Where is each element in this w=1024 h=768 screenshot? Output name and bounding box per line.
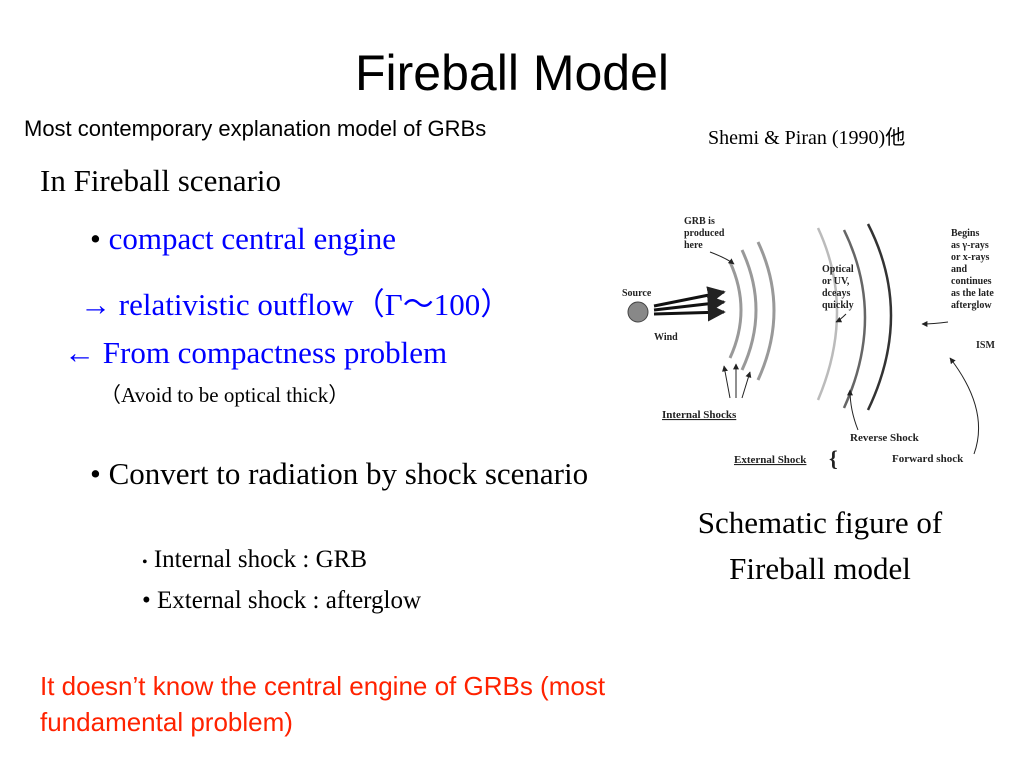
bullet-convert-radiation: • Convert to radiation by shock scenario bbox=[90, 456, 589, 491]
begins-pointer-arrow bbox=[921, 320, 949, 327]
diagram-caption: Schematic figure of Fireball model bbox=[697, 505, 943, 586]
slide-subtitle: Most contemporary explanation model of G… bbox=[24, 116, 487, 141]
external-shock-brace: { bbox=[829, 446, 838, 471]
reverse-shock-label: Reverse Shock bbox=[850, 432, 920, 444]
citation: Shemi & Piran (1990)他 bbox=[708, 127, 906, 149]
internal-shock-text: Internal shock : GRB bbox=[153, 546, 368, 573]
optical-thick-note: （Avoid to be optical thick） bbox=[100, 383, 350, 407]
ism-label: ISM bbox=[976, 340, 995, 351]
grb-pointer-arrow bbox=[709, 251, 735, 265]
internal-shocks-label: Internal Shocks bbox=[662, 409, 737, 421]
bullet-dot: • bbox=[90, 221, 101, 256]
grb-produced-label: GRB is produced here bbox=[684, 216, 727, 251]
compact-engine-text: compact central engine bbox=[108, 221, 397, 256]
internal-shells bbox=[728, 241, 776, 381]
fireball-schematic-diagram: Source Wind GRB is produced here Optical… bbox=[622, 216, 996, 471]
wind-label: Wind bbox=[654, 332, 678, 343]
conclusion-note: It doesn’t know the central engine of GR… bbox=[40, 671, 606, 737]
forward-shock-arrow bbox=[949, 357, 980, 455]
source-circle bbox=[627, 301, 649, 323]
optical-pointer-arrow bbox=[835, 313, 847, 323]
optical-decay-label: Optical or UV, dceays quickly bbox=[822, 264, 856, 311]
begins-gamma-label: Begins as γ-rays or x-rays and continues… bbox=[951, 228, 996, 311]
external-shock-label: External Shock bbox=[734, 454, 807, 466]
reverse-shock-arrow bbox=[847, 389, 859, 431]
scenario-heading: In Fireball scenario bbox=[40, 163, 282, 198]
forward-shock-label: Forward shock bbox=[892, 453, 964, 465]
relativistic-outflow-line: → relativistic outflow（Γ～100） bbox=[80, 287, 512, 322]
sub-bullet-internal-shock: • Internal shock : GRB bbox=[142, 546, 367, 574]
sub-bullet-external-shock: • External shock : afterglow bbox=[142, 587, 422, 614]
bullet-compact-engine: • compact central engine bbox=[90, 221, 396, 257]
compactness-problem-line: ← From compactness problem bbox=[64, 335, 448, 370]
external-shells bbox=[816, 223, 893, 411]
slide-title: Fireball Model bbox=[354, 45, 669, 101]
internal-shock-arrows bbox=[722, 363, 752, 399]
source-label: Source bbox=[622, 288, 652, 299]
bullet-dot: • bbox=[142, 554, 148, 571]
wind-arrows bbox=[653, 286, 726, 322]
